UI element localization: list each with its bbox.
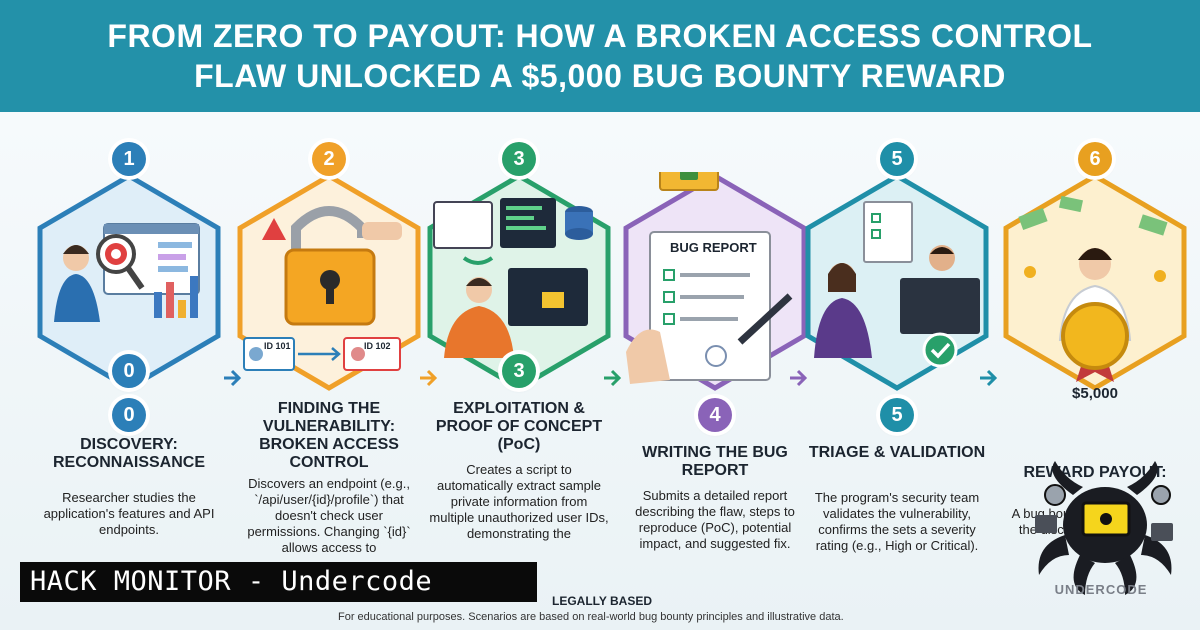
step-5-text: The program's security team validates th… bbox=[814, 490, 980, 553]
id-101-label: ID 101 bbox=[264, 341, 291, 351]
step-2-illustration bbox=[237, 173, 421, 391]
step-1-text: Researcher studies the application's fea… bbox=[43, 490, 215, 537]
id-102-label: ID 102 bbox=[364, 341, 391, 351]
hack-monitor-watermark: HACK MONITOR - Undercode bbox=[20, 562, 537, 602]
step-5-illustration bbox=[805, 173, 989, 391]
step-4-text: Submits a detailed report describing the… bbox=[635, 488, 795, 551]
step-3-title: EXPLOITATION & PROOF OF CONCEPT (PoC) bbox=[435, 400, 603, 453]
step-1-mid-badge: 0 bbox=[112, 354, 146, 388]
legal-footer: For educational purposes. Scenarios are … bbox=[338, 611, 844, 623]
arrow-right-icon bbox=[604, 369, 622, 387]
step-1-illustration bbox=[37, 173, 221, 391]
step-5-title: TRIAGE & VALIDATION bbox=[808, 444, 986, 461]
step-4-illustration bbox=[623, 172, 807, 391]
step-6-badge: 6 bbox=[1078, 142, 1112, 176]
step-1: 1 0 0 DISCOVERY: RECONNAISSANCE Research… bbox=[34, 112, 224, 630]
step-2: 2 ID 101 ID 102 FINDING THE VULNERABILIT… bbox=[234, 112, 424, 630]
arrow-right-icon bbox=[224, 369, 242, 387]
step-1-title: DISCOVERY: RECONNAISSANCE bbox=[52, 436, 205, 471]
step-1-badge: 1 bbox=[112, 142, 146, 176]
step-3-mid-badge: 3 bbox=[502, 354, 536, 388]
step-6-illustration bbox=[1003, 173, 1187, 391]
undercode-logo-text: UNDERCODE bbox=[1054, 582, 1148, 597]
arrow-right-icon bbox=[420, 369, 438, 387]
step-3-illustration bbox=[427, 173, 611, 391]
step-4: BUG REPORT 4 WRITING THE BUG REPORT Subm… bbox=[620, 112, 810, 630]
header-banner: FROM ZERO TO PAYOUT: HOW A BROKEN ACCESS… bbox=[0, 0, 1200, 112]
step-3-text: Creates a script to automatically extrac… bbox=[429, 462, 609, 541]
step-4-title: WRITING THE BUG REPORT bbox=[642, 444, 788, 479]
infographic-stage: 1 0 0 DISCOVERY: RECONNAISSANCE Research… bbox=[0, 112, 1200, 630]
step-1-low-badge: 0 bbox=[112, 398, 146, 432]
arrow-right-icon bbox=[790, 369, 808, 387]
bug-report-doc-title: BUG REPORT bbox=[670, 240, 757, 255]
step-2-title: FINDING THE VULNERABILITY: BROKEN ACCESS… bbox=[259, 400, 399, 471]
octopus-hacker-logo bbox=[1035, 461, 1173, 595]
step-5-low-badge: 5 bbox=[880, 398, 914, 432]
step-3-badge: 3 bbox=[502, 142, 536, 176]
step-5: 5 5 TRIAGE & VALIDATION The program's se… bbox=[802, 112, 992, 630]
legal-heading: LEGALLY BASED bbox=[552, 594, 653, 608]
step-5-badge: 5 bbox=[880, 142, 914, 176]
headline-line-1: FROM ZERO TO PAYOUT: HOW A BROKEN ACCESS… bbox=[107, 18, 1093, 54]
headline-line-2: FLAW UNLOCKED A $5,000 BUG BOUNTY REWARD bbox=[194, 58, 1006, 94]
step-4-badge: 4 bbox=[698, 398, 732, 432]
step-2-text: Discovers an endpoint (e.g., `/api/user/… bbox=[247, 476, 411, 555]
medal-amount: $5,000 bbox=[1072, 385, 1118, 402]
step-2-badge: 2 bbox=[312, 142, 346, 176]
step-3: 3 3 EXPLOITATION & PROOF OF CONCEPT (PoC… bbox=[424, 112, 614, 630]
arrow-right-icon bbox=[980, 369, 998, 387]
